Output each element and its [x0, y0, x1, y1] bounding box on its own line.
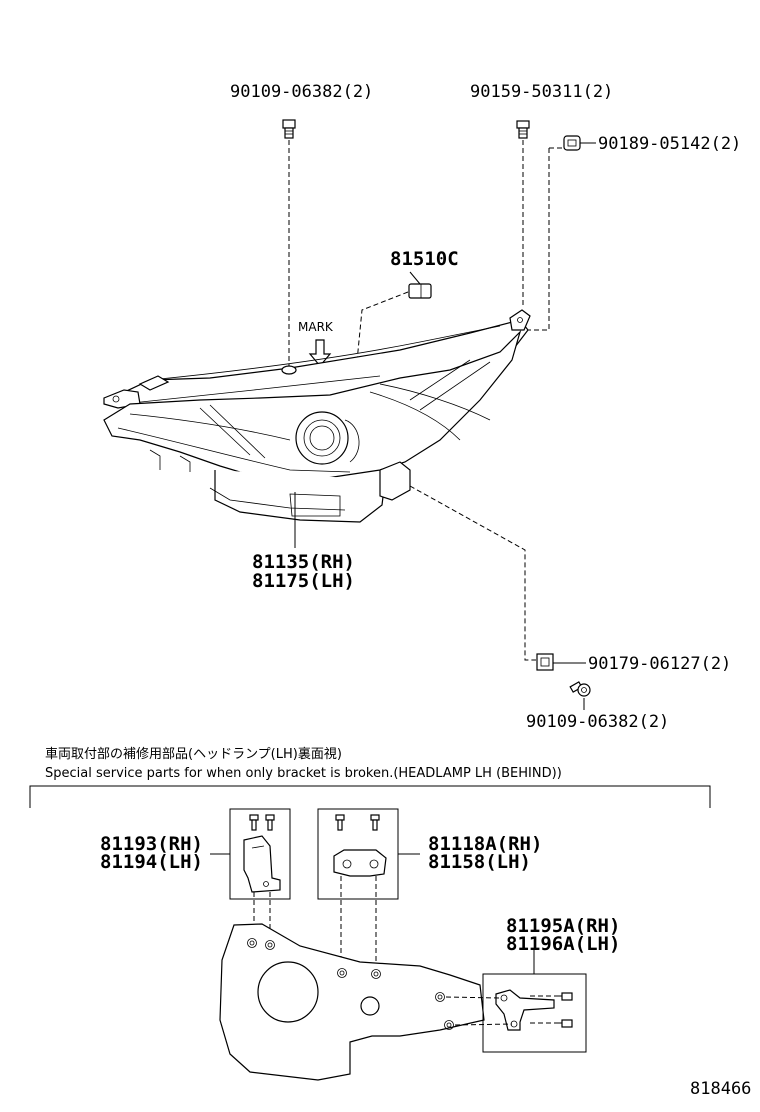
note-english: Special service parts for when only brac… — [45, 766, 562, 781]
label-mark: MARK — [298, 320, 334, 334]
bolt-icon — [282, 119, 296, 139]
label-nut-top-right: 90189-05142(2) — [598, 134, 741, 154]
bolt-icon — [569, 681, 591, 697]
label-bolt-top-left: 90109-06382(2) — [230, 82, 373, 102]
diagram-id: 818466 — [690, 1079, 751, 1099]
headlamp-back-plate — [219, 923, 485, 1081]
label-headlamp-rh: 81135(RH) — [252, 551, 355, 573]
label-bracket-c-lh: 81196A(LH) — [506, 933, 620, 955]
arrow-down-icon — [308, 339, 332, 367]
bulb-icon — [408, 283, 432, 299]
label-bracket-c-rh: 81195A(RH) — [506, 915, 620, 937]
screw-icon — [516, 120, 530, 139]
label-clip-lower: 90179-06127(2) — [588, 654, 731, 674]
label-bracket-a-lh: 81194(LH) — [100, 851, 203, 873]
bracket-a-part — [243, 814, 281, 893]
note-japanese: 車両取付部の補修用部品(ヘッドランプ(LH)裏面視) — [45, 747, 342, 762]
section-frame — [29, 785, 711, 808]
bracket-b-part — [333, 814, 387, 877]
bracket-c-box — [482, 973, 587, 1053]
headlamp-assembly — [103, 309, 531, 523]
label-bracket-b-lh: 81158(LH) — [428, 851, 531, 873]
label-screw-top-right: 90159-50311(2) — [470, 82, 613, 102]
bracket-c-part — [495, 989, 573, 1031]
label-bolt-lower: 90109-06382(2) — [526, 712, 669, 732]
label-bracket-a-rh: 81193(RH) — [100, 833, 203, 855]
label-bulb: 81510C — [390, 248, 459, 270]
label-headlamp-lh: 81175(LH) — [252, 570, 355, 592]
clip-icon — [536, 653, 554, 671]
nut-icon — [563, 135, 581, 151]
label-bracket-b-rh: 81118A(RH) — [428, 833, 542, 855]
